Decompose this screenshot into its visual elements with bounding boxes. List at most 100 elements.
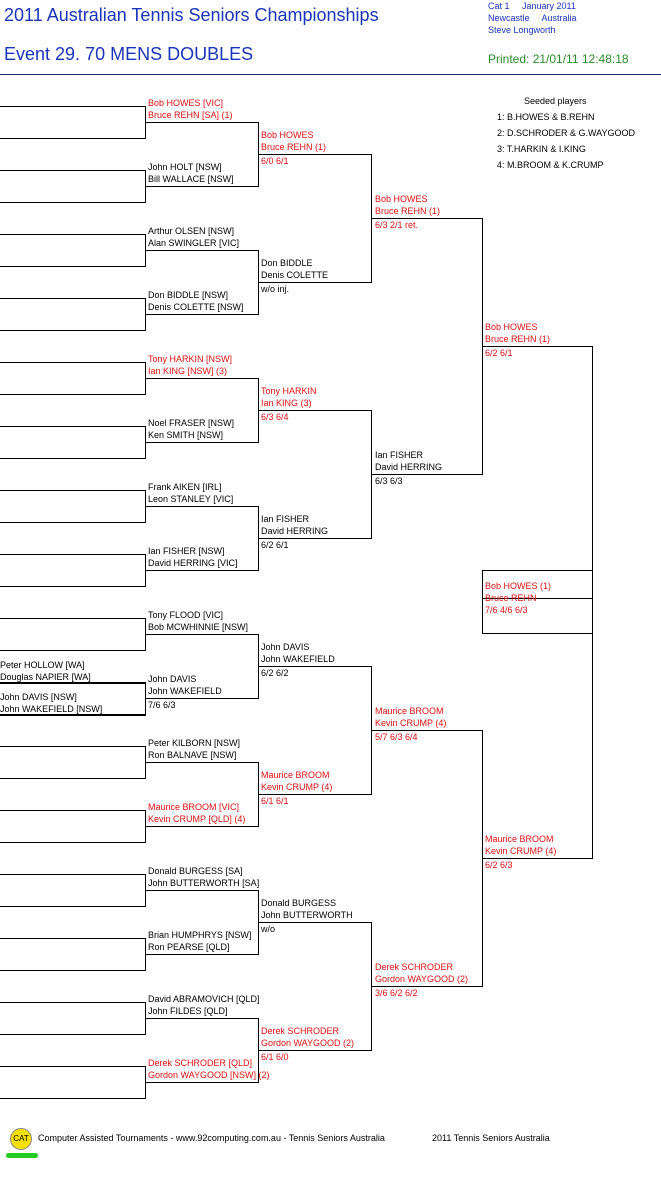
match-score: 3/6 6/2 6/2 <box>375 988 418 998</box>
draw-line <box>0 394 146 395</box>
draw-line <box>0 202 146 203</box>
draw-line <box>0 650 146 651</box>
draw-line <box>0 138 146 139</box>
player-name: Ian FISHER [NSW] <box>148 546 225 556</box>
draw-line <box>371 218 483 219</box>
draw-line <box>145 938 146 971</box>
draw-line <box>258 666 372 667</box>
player-name: Tony FLOOD [VIC] <box>148 610 224 620</box>
draw-line <box>145 234 146 267</box>
partner-name: Gordon WAYGOOD (2) <box>261 1038 355 1048</box>
draw-line <box>371 474 483 475</box>
draw-line <box>146 186 259 187</box>
draw-line <box>482 858 593 859</box>
draw-line <box>146 762 259 763</box>
partner-name: Ron PEARSE [QLD] <box>148 942 230 952</box>
match-score: 6/2 6/3 <box>485 860 513 870</box>
draw-line <box>482 570 593 571</box>
partner-name: Ron BALNAVE [NSW] <box>148 750 237 760</box>
match-score: w/o <box>261 924 276 934</box>
draw-line <box>0 746 146 747</box>
partner-name: David HERRING <box>375 462 443 472</box>
draw-line <box>0 234 146 235</box>
player-name: Peter HOLLOW [WA] <box>0 660 85 670</box>
match-score: 6/3 6/4 <box>261 412 289 422</box>
draw-line <box>258 282 372 283</box>
partner-name: Douglas NAPIER [WA] <box>0 672 91 682</box>
draw-line <box>258 538 372 539</box>
draw-line <box>146 442 259 443</box>
partner-name: David HERRING [VIC] <box>148 558 238 568</box>
draw-line <box>145 746 146 779</box>
draw-line <box>258 794 372 795</box>
partner-name: John WAKEFIELD <box>261 654 335 664</box>
draw-line <box>371 986 483 987</box>
draw-line <box>145 298 146 331</box>
player-name: Noel FRASER [NSW] <box>148 418 235 428</box>
draw-line <box>258 922 372 923</box>
draw-line <box>146 634 259 635</box>
match-score: 6/2 6/1 <box>485 348 513 358</box>
draw-line <box>146 506 259 507</box>
player-name: Donald BURGESS [SA] <box>148 866 243 876</box>
partner-name: Bruce REHN (1) <box>261 142 327 152</box>
player-name: Maurice BROOM <box>375 706 444 716</box>
draw-line <box>145 106 146 139</box>
draw-line <box>0 1098 146 1099</box>
player-name: David ABRAMOVICH [QLD] <box>148 994 260 1004</box>
partner-name: Denis COLETTE <box>261 270 329 280</box>
draw-line <box>0 683 146 684</box>
partner-name: John BUTTERWORTH <box>261 910 353 920</box>
draw-line <box>146 250 259 251</box>
match-score: 6/2 6/1 <box>261 540 289 550</box>
draw-line <box>146 378 259 379</box>
match-score: w/o inj. <box>261 284 290 294</box>
draw-line <box>146 314 259 315</box>
draw-line <box>146 1018 259 1019</box>
referee-label: Steve Longworth <box>488 25 556 35</box>
seed-item: 1: B.HOWES & B.REHN <box>497 112 595 122</box>
partner-name: Kevin CRUMP (4) <box>261 782 333 792</box>
player-name: Ian FISHER <box>261 514 310 524</box>
match-score: 6/0 6/1 <box>261 156 289 166</box>
draw-line <box>0 1002 146 1003</box>
match-score: 6/1 6/1 <box>261 796 289 806</box>
partner-name: Bruce REHN (1) <box>485 334 551 344</box>
venue-label: Newcastle Australia <box>488 13 577 23</box>
partner-name: Denis COLETTE [NSW] <box>148 302 244 312</box>
draw-line <box>0 458 146 459</box>
footer-credits: Computer Assisted Tournaments - www.92co… <box>38 1133 385 1143</box>
match-score: 6/1 6/0 <box>261 1052 289 1062</box>
partner-name: Bill WALLACE [NSW] <box>148 174 234 184</box>
draw-line <box>0 330 146 331</box>
player-name: Brian HUMPHRYS [NSW] <box>148 930 252 940</box>
draw-line <box>371 730 483 731</box>
draw-line <box>0 874 146 875</box>
draw-line <box>0 586 146 587</box>
draw-line <box>0 906 146 907</box>
partner-name: John FILDES [QLD] <box>148 1006 228 1016</box>
player-name: John DAVIS <box>261 642 310 652</box>
draw-line <box>0 938 146 939</box>
draw-line <box>0 298 146 299</box>
partner-name: John WAKEFIELD <box>148 686 222 696</box>
draw-line <box>146 570 259 571</box>
player-name: Don BIDDLE [NSW] <box>148 290 229 300</box>
draw-line <box>0 266 146 267</box>
draw-line <box>0 715 146 716</box>
draw-line <box>145 618 146 651</box>
draw-line <box>482 570 483 634</box>
footer-copyright: 2011 Tennis Seniors Australia <box>432 1133 550 1143</box>
partner-name: Ken SMITH [NSW] <box>148 430 224 440</box>
seeds-title: Seeded players <box>524 96 587 106</box>
draw-line <box>145 426 146 459</box>
partner-name: John BUTTERWORTH [SA] <box>148 878 260 888</box>
champion-partner: Bruce REHN <box>485 593 537 603</box>
draw-line <box>0 618 146 619</box>
draw-line <box>0 522 146 523</box>
player-name: Maurice BROOM <box>485 834 554 844</box>
draw-line <box>146 826 259 827</box>
player-name: Ian FISHER <box>375 450 424 460</box>
partner-name: John WAKEFIELD [NSW] <box>0 704 103 714</box>
draw-line <box>0 170 146 171</box>
